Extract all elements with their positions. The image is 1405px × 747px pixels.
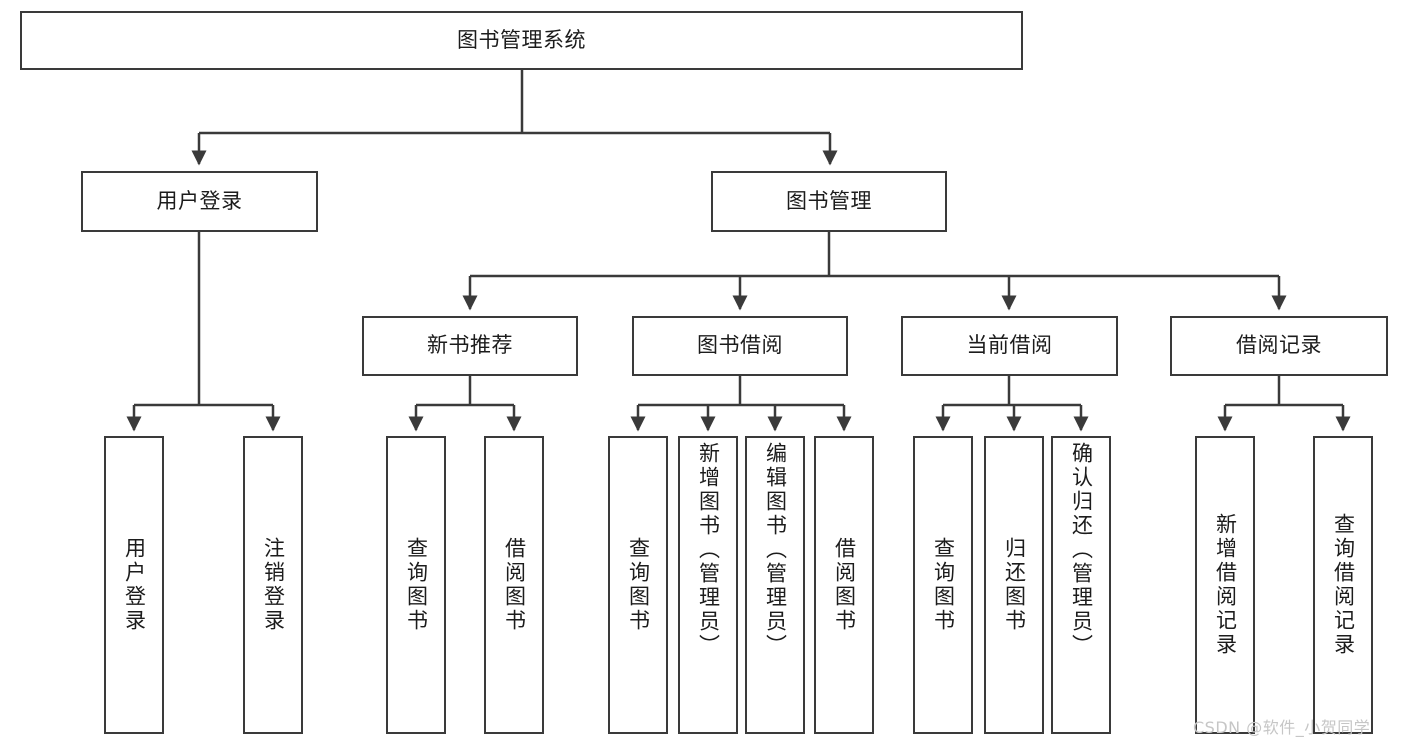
node-user-login[interactable]: 用户登录 — [81, 171, 318, 232]
node-label: 图书管理系统 — [457, 27, 586, 52]
node-label: 注销登录 — [261, 537, 286, 633]
node-label: 用户登录 — [122, 537, 147, 633]
csdn-watermark: CSDN @软件_小贺同学 — [1193, 718, 1371, 737]
node-book-manage[interactable]: 图书管理 — [711, 171, 947, 232]
node-label: 借阅记录 — [1236, 333, 1322, 358]
node-label: 当前借阅 — [966, 333, 1053, 358]
node-label: 图书管理 — [786, 188, 872, 213]
leaf-add-borrow-record[interactable]: 新增借阅记录 — [1195, 436, 1255, 734]
node-label: 确认归还（管理员） — [1069, 442, 1094, 658]
node-label: 用户登录 — [156, 188, 243, 213]
node-label: 新增借阅记录 — [1213, 513, 1238, 657]
leaf-borrow-book[interactable]: 借阅图书 — [814, 436, 874, 734]
leaf-add-book-admin[interactable]: 新增图书（管理员） — [678, 436, 738, 734]
node-label: 查询图书 — [931, 537, 956, 633]
node-label: 查询图书 — [626, 537, 651, 633]
node-label: 新增图书（管理员） — [696, 442, 721, 658]
node-label: 借阅图书 — [832, 537, 857, 633]
node-label: 查询图书 — [404, 537, 429, 633]
node-label: 新书推荐 — [427, 333, 513, 358]
leaf-query-borrow-record[interactable]: 查询借阅记录 — [1313, 436, 1373, 734]
node-book-borrow[interactable]: 图书借阅 — [632, 316, 848, 376]
node-label: 查询借阅记录 — [1331, 513, 1356, 657]
leaf-logout[interactable]: 注销登录 — [243, 436, 303, 734]
leaf-query-book-borrow[interactable]: 查询图书 — [608, 436, 668, 734]
node-current-borrow[interactable]: 当前借阅 — [901, 316, 1118, 376]
node-label: 编辑图书（管理员） — [763, 442, 788, 658]
leaf-edit-book-admin[interactable]: 编辑图书（管理员） — [745, 436, 805, 734]
leaf-return-book[interactable]: 归还图书 — [984, 436, 1044, 734]
node-label: 归还图书 — [1002, 537, 1027, 633]
leaf-user-login[interactable]: 用户登录 — [104, 436, 164, 734]
leaf-query-book-current[interactable]: 查询图书 — [913, 436, 973, 734]
node-label: 借阅图书 — [502, 537, 527, 633]
node-root-system[interactable]: 图书管理系统 — [20, 11, 1023, 70]
node-new-book-recommend[interactable]: 新书推荐 — [362, 316, 578, 376]
node-borrow-record[interactable]: 借阅记录 — [1170, 316, 1388, 376]
leaf-query-book-recommend[interactable]: 查询图书 — [386, 436, 446, 734]
leaf-confirm-return-admin[interactable]: 确认归还（管理员） — [1051, 436, 1111, 734]
node-label: 图书借阅 — [697, 333, 783, 358]
leaf-borrow-book-recommend[interactable]: 借阅图书 — [484, 436, 544, 734]
